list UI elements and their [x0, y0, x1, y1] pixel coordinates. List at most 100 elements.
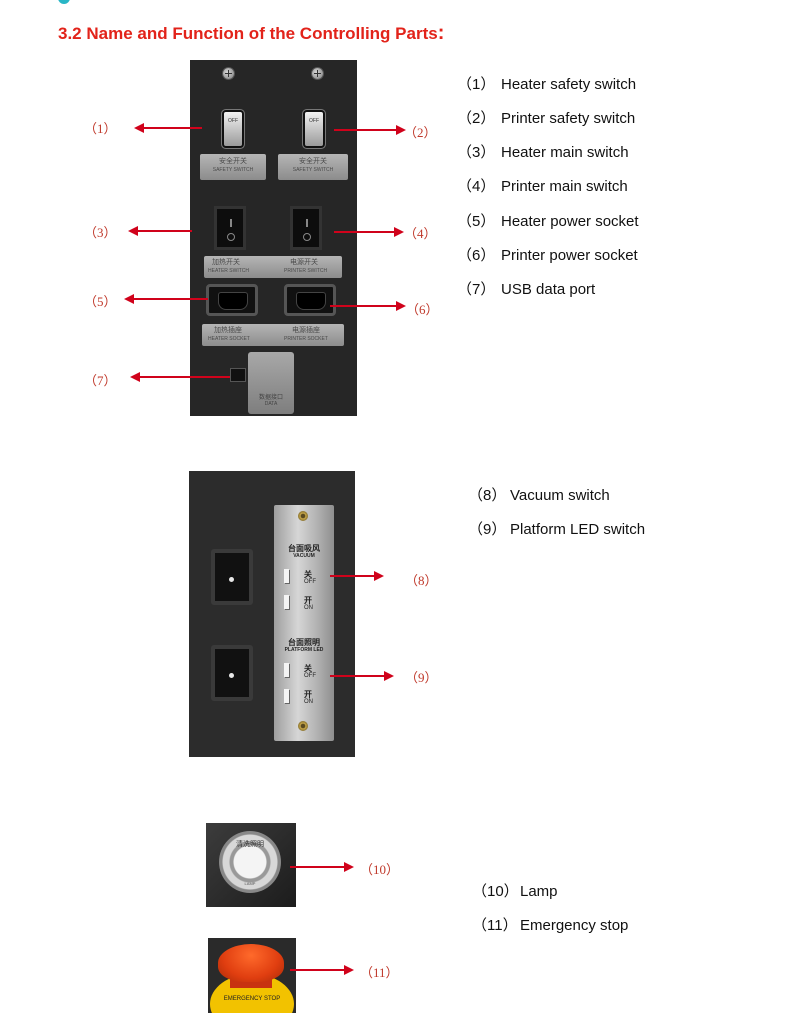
arrow-line-10	[290, 866, 346, 868]
off-en-text: OFF	[304, 579, 316, 585]
plate-cn-text: 安全开关	[299, 158, 327, 165]
plate-cn-text: 安全开关	[219, 158, 247, 165]
estop-red-cap	[218, 944, 284, 982]
screw-icon	[223, 68, 234, 79]
lamp-en-text: LAMP	[244, 881, 256, 886]
legend-item-printer-power-socket: （6）Printer power socket	[457, 244, 638, 265]
arrow-line-4	[334, 231, 396, 233]
arrow-line-2	[334, 129, 398, 131]
heater-main-rocker	[214, 206, 246, 250]
off-mark	[227, 233, 235, 241]
legend-number: （1）	[457, 76, 496, 93]
arrow-head-8	[374, 571, 384, 581]
lamp-bezel: 清洗照明 LAMP	[219, 831, 281, 893]
callout-4: （4）	[404, 226, 437, 241]
socket-plate: 加热插座 HEATER SOCKET 电源插座 PRINTER SOCKET	[202, 324, 344, 346]
legend-item-lamp: （10）Lamp	[472, 880, 558, 901]
legend-label: Heater safety switch	[501, 76, 637, 93]
toggle-off-label: OFF	[228, 118, 238, 124]
indicator-dot	[229, 577, 234, 582]
heater-switch-cn: 加热开关	[212, 259, 240, 266]
on-mark	[306, 219, 308, 227]
legend-label: Printer main switch	[501, 178, 628, 195]
legend-label: Printer power socket	[501, 247, 638, 264]
legend-number: （7）	[457, 281, 496, 298]
indicator-dot	[229, 673, 234, 678]
off-cn-text: 关	[304, 664, 312, 673]
callout-11: （11）	[360, 965, 399, 980]
legend-label: Emergency stop	[520, 917, 629, 934]
arrow-line-9	[330, 675, 386, 677]
legend-label: Platform LED switch	[510, 521, 646, 538]
led-en-text: PLATFORM LED	[284, 647, 324, 653]
arrow-line-11	[290, 969, 346, 971]
legend-number: （3）	[457, 144, 496, 161]
arrow-head-1	[134, 123, 144, 133]
heater-safety-plate: 安全开关 SAFETY SWITCH	[200, 154, 266, 180]
arrow-line-1	[142, 127, 202, 129]
arrow-line-6	[330, 305, 398, 307]
legend-label: Heater power socket	[501, 213, 639, 230]
bolt-icon	[298, 721, 308, 731]
main-switch-plate: 加热开关 HEATER SWITCH 电源开关 PRINTER SWITCH	[204, 256, 342, 278]
section-title-colon: :	[437, 22, 445, 44]
callout-5: （5）	[84, 294, 117, 309]
vacuum-rocker	[211, 549, 253, 605]
arrow-head-2	[396, 125, 406, 135]
led-cn-text: 台面照明	[288, 638, 320, 647]
estop-text: EMERGENCY STOP	[223, 996, 281, 1002]
legend-number: （11）	[472, 917, 518, 934]
callout-1: （1）	[84, 121, 117, 136]
printer-socket-cn: 电源插座	[292, 327, 320, 334]
section-title-text: 3.2 Name and Function of the Controlling…	[58, 24, 438, 43]
legend-label: Heater main switch	[501, 144, 629, 161]
printer-main-rocker	[290, 206, 322, 250]
platform-led-rocker	[211, 645, 253, 701]
arrow-line-8	[330, 575, 376, 577]
arrow-head-7	[130, 372, 140, 382]
screw-icon	[312, 68, 323, 79]
legend-item-platform-led-switch: （9）Platform LED switch	[468, 518, 645, 539]
arrow-head-4	[394, 227, 404, 237]
heater-safety-toggle: OFF	[224, 112, 242, 146]
legend-number: （4）	[457, 178, 496, 195]
arrow-line-5	[132, 298, 208, 300]
callout-2: （2）	[404, 125, 437, 140]
legend-item-heater-power-socket: （5）Heater power socket	[457, 210, 639, 231]
on-glyph	[284, 595, 289, 609]
callout-8: （8）	[405, 573, 438, 588]
off-en-text: OFF	[304, 673, 316, 679]
heater-power-socket	[206, 284, 258, 316]
control-panel-photo-2: 台面吸风 VACUUM 关 OFF 开 ON 台面照明 PLATFORM LED…	[189, 471, 355, 757]
legend-label: USB data port	[501, 281, 596, 298]
legend-number: （8）	[468, 487, 507, 504]
heater-switch-en: HEATER SWITCH	[208, 268, 250, 274]
heater-socket-en: HEATER SOCKET	[208, 336, 250, 342]
usb-en-text: DATA	[264, 401, 278, 407]
legend-label: Vacuum switch	[510, 487, 610, 504]
off-mark	[303, 233, 311, 241]
printer-safety-toggle: OFF	[305, 112, 323, 146]
on-mark	[230, 219, 232, 227]
lamp-photo: 清洗照明 LAMP	[206, 823, 296, 907]
arrow-head-6	[396, 301, 406, 311]
usb-cover-plate: 数据接口 DATA	[248, 352, 294, 414]
plate-en-text: SAFETY SWITCH	[212, 167, 254, 173]
on-en-text: ON	[304, 605, 313, 611]
legend-label: Lamp	[520, 883, 558, 900]
legend-label: Printer safety switch	[501, 110, 636, 127]
callout-7: （7）	[84, 373, 117, 388]
vacuum-cn-text: 台面吸风	[288, 544, 320, 553]
steel-label-plate: 台面吸风 VACUUM 关 OFF 开 ON 台面照明 PLATFORM LED…	[274, 505, 334, 741]
arrow-head-3	[128, 226, 138, 236]
legend-number: （2）	[457, 110, 496, 127]
on-cn-text: 开	[304, 596, 312, 605]
legend-item-vacuum-switch: （8）Vacuum switch	[468, 484, 610, 505]
legend-number: （10）	[472, 883, 519, 900]
legend-item-usb-data-port: （7） USB data port	[457, 278, 595, 299]
off-glyph	[284, 663, 289, 677]
arrow-head-10	[344, 862, 354, 872]
plate-en-text: SAFETY SWITCH	[292, 167, 334, 173]
arrow-head-5	[124, 294, 134, 304]
legend-number: （9）	[468, 521, 507, 538]
